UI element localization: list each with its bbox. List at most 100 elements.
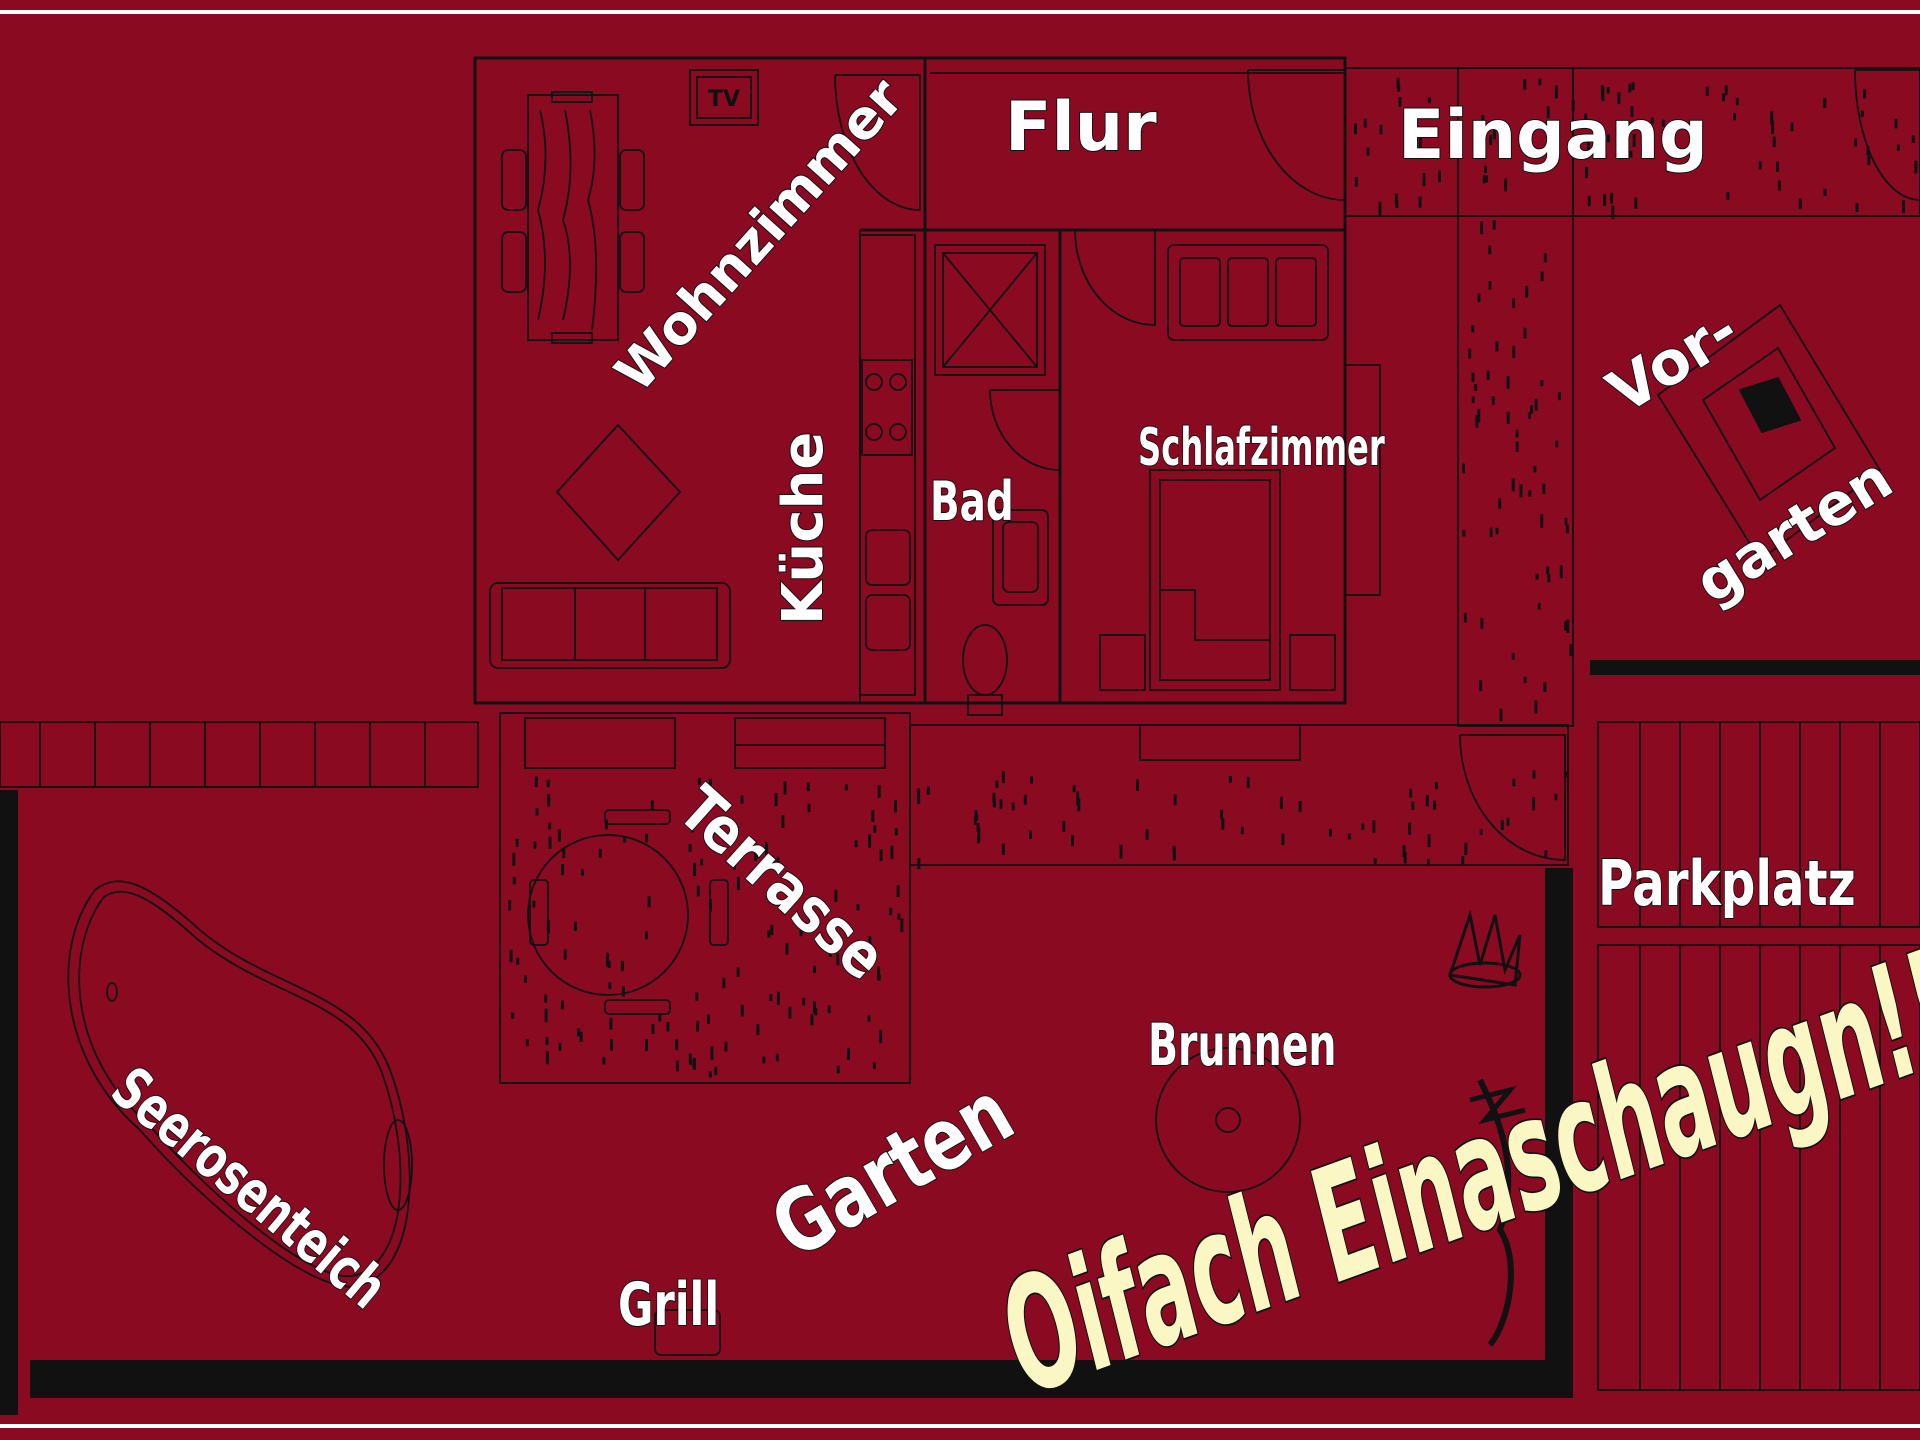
tv-icon: TV: [689, 69, 759, 126]
gravel-mark: [534, 776, 538, 788]
gravel-mark: [1532, 797, 1535, 811]
gravel-mark: [1354, 123, 1357, 135]
gravel-mark: [1543, 253, 1547, 263]
gravel-mark: [1565, 524, 1569, 534]
gravel-mark: [1071, 835, 1074, 847]
gravel-mark: [1630, 106, 1634, 117]
gravel-mark: [1512, 778, 1516, 787]
gravel-mark: [1463, 613, 1467, 623]
gravel-mark: [1758, 161, 1762, 170]
gravel-mark: [1629, 150, 1633, 158]
gravel-mark: [700, 858, 704, 866]
gravel-mark: [1495, 527, 1499, 535]
gravel-mark: [1669, 140, 1673, 149]
gravel-mark: [999, 799, 1003, 810]
gravel-mark: [1366, 147, 1370, 156]
gravel-mark: [1373, 858, 1377, 865]
gravel-mark: [1491, 396, 1495, 405]
gravel-mark: [1354, 177, 1358, 187]
gravel-mark: [1361, 823, 1365, 830]
gravel-mark: [710, 835, 714, 849]
gravel-mark: [696, 885, 700, 897]
gravel-mark: [879, 849, 883, 862]
gravel-mark: [856, 904, 860, 911]
gravel-mark: [1072, 785, 1076, 793]
gravel-mark: [645, 931, 648, 940]
gravel-mark: [533, 841, 537, 849]
gravel-mark: [1512, 345, 1516, 358]
stepping-stones: [0, 721, 479, 788]
gravel-mark: [1724, 85, 1728, 96]
gravel-mark: [992, 798, 996, 808]
gravel-mark: [546, 779, 550, 788]
gravel-mark: [756, 846, 760, 859]
gravel-mark: [1586, 142, 1590, 154]
gravel-mark: [512, 877, 516, 885]
gravel-mark: [781, 815, 785, 828]
gravel-mark: [1468, 348, 1472, 359]
gravel-mark: [834, 889, 838, 902]
gravel-mark: [871, 810, 875, 822]
gravel-mark: [1606, 87, 1610, 94]
gravel-mark: [894, 828, 898, 836]
gravel-mark: [1666, 163, 1670, 173]
wardrobe: [1167, 244, 1381, 596]
gravel-mark: [1379, 124, 1383, 135]
gravel-mark: [1506, 376, 1510, 389]
gravel-mark: [579, 1031, 583, 1042]
gravel-mark: [1172, 848, 1176, 861]
gravel-mark: [693, 862, 697, 877]
gravel-mark: [714, 1066, 718, 1075]
gravel-mark: [1564, 621, 1568, 631]
gravel-mark: [776, 856, 780, 870]
gravel-mark: [1461, 855, 1465, 866]
gravel-mark: [621, 986, 625, 997]
gravel-mark: [512, 852, 516, 866]
gravel-mark: [847, 1047, 850, 1060]
gravel-mark: [1540, 514, 1544, 528]
gravel-mark: [1077, 798, 1081, 812]
gravel-mark: [973, 816, 977, 825]
gravel-mark: [696, 1021, 700, 1032]
gravel-mark: [1433, 800, 1437, 810]
gravel-mark: [1693, 129, 1697, 142]
gravel-mark: [1866, 146, 1870, 156]
gravel-mark: [1542, 483, 1546, 494]
gravel-mark: [1471, 325, 1475, 333]
gravel-mark: [1543, 682, 1547, 692]
gravel-mark: [645, 833, 649, 843]
gravel-mark: [754, 851, 757, 861]
gravel-mark: [1504, 178, 1508, 192]
gravel-mark: [1527, 412, 1531, 419]
gravel-mark: [1477, 293, 1481, 303]
gravel-mark: [1492, 220, 1496, 230]
gravel-mark: [1770, 111, 1774, 125]
gravel-mark: [1610, 192, 1614, 204]
gravel-mark: [1279, 796, 1283, 810]
gravel-mark: [1486, 370, 1490, 380]
gravel-mark: [607, 960, 611, 968]
gravel-mark: [1472, 128, 1476, 140]
gravel-mark: [1532, 770, 1536, 779]
gravel-mark: [1492, 129, 1496, 140]
gravel-mark: [1587, 195, 1591, 207]
gravel-mark: [1540, 271, 1544, 282]
gravel-mark: [769, 994, 773, 1002]
gravel-mark: [992, 792, 996, 803]
gravel-mark: [645, 1039, 648, 1052]
gravel-mark: [658, 1013, 662, 1022]
gravel-mark: [1557, 392, 1561, 401]
gravel-mark: [516, 957, 520, 965]
gravel-mark: [1438, 170, 1441, 183]
gravel-mark: [1547, 573, 1551, 583]
gravel-mark: [873, 825, 877, 833]
gravel-mark: [844, 784, 848, 791]
gravel-mark: [1546, 106, 1550, 119]
gravel-mark: [1528, 490, 1532, 497]
gravel-mark: [525, 1039, 529, 1047]
gravel-mark: [1418, 135, 1422, 149]
gravel-mark: [1571, 99, 1575, 112]
gravel-mark: [1011, 802, 1015, 811]
gravel-mark: [1611, 205, 1615, 219]
